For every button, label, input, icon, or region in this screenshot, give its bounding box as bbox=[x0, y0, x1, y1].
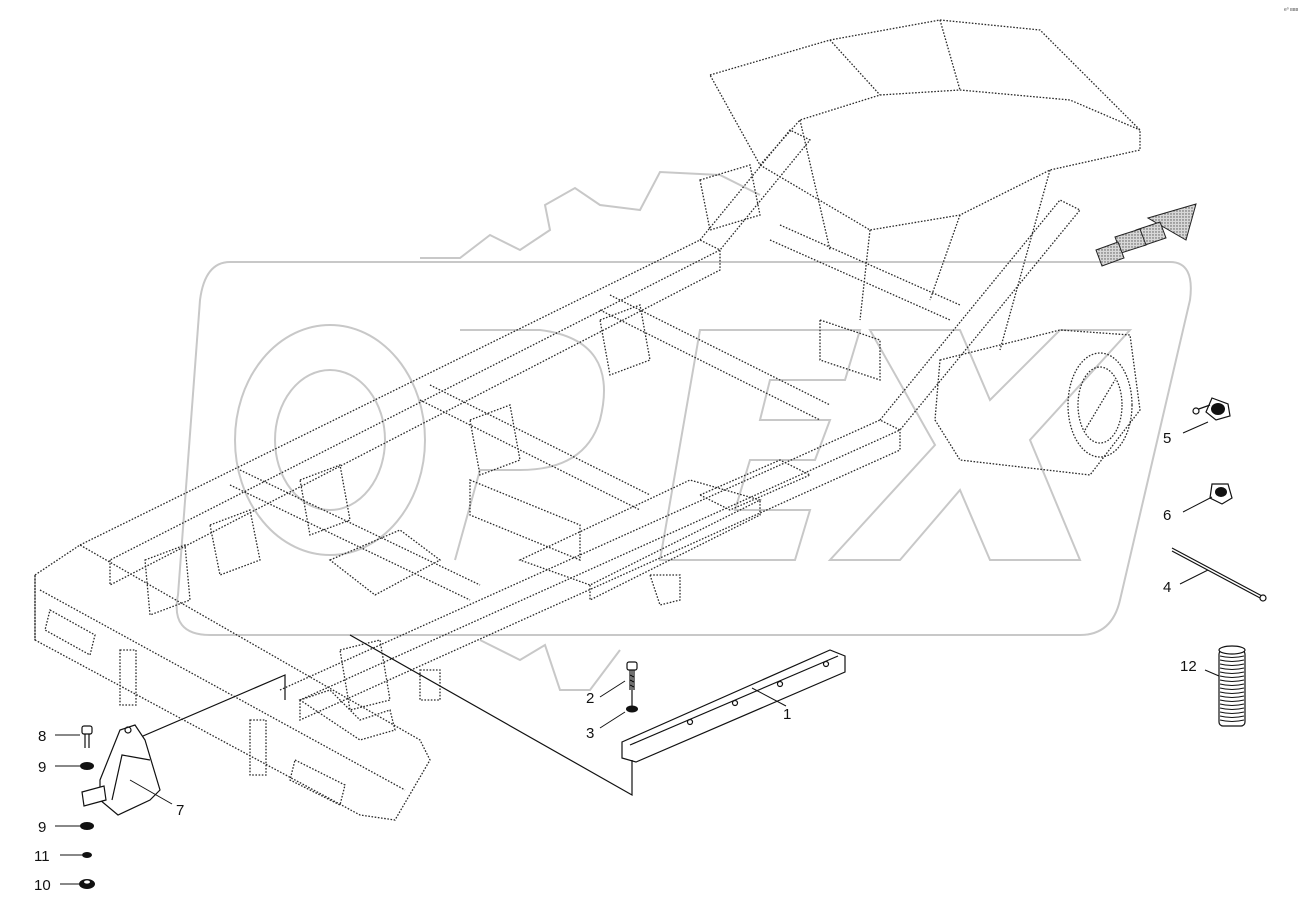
chassis-frame bbox=[34, 19, 1141, 821]
sleeve-ring bbox=[1219, 703, 1245, 706]
part-11-washer bbox=[82, 852, 92, 858]
callout-10: 10 bbox=[34, 877, 51, 894]
sleeve-ring bbox=[1219, 679, 1245, 682]
part-3-washer bbox=[626, 705, 638, 713]
assembly-lines bbox=[121, 634, 633, 797]
part-7-bracket bbox=[81, 724, 161, 816]
sleeve-ring bbox=[1219, 675, 1245, 678]
part-1-rail-bracket bbox=[621, 649, 846, 763]
callout-12: 12 bbox=[1180, 658, 1197, 675]
part-2-bolt bbox=[626, 661, 638, 690]
part-9-washer-bottom bbox=[80, 822, 94, 830]
part-9-washer-top bbox=[80, 762, 94, 770]
watermark bbox=[175, 170, 1192, 691]
callout-1: 1 bbox=[783, 706, 791, 723]
sleeve-ring bbox=[1219, 711, 1245, 714]
callout-8: 8 bbox=[38, 728, 46, 745]
callout-4: 4 bbox=[1163, 579, 1171, 596]
sleeve-ring bbox=[1219, 655, 1245, 658]
callout-7: 7 bbox=[176, 802, 184, 819]
callout-9b: 9 bbox=[38, 819, 46, 836]
sleeve-ring bbox=[1219, 715, 1245, 718]
part-6-clip bbox=[1209, 483, 1233, 505]
sleeve-ring bbox=[1219, 691, 1245, 694]
sleeve-ring bbox=[1219, 663, 1245, 666]
part-10-nut bbox=[79, 879, 95, 889]
callout-9a: 9 bbox=[38, 759, 46, 776]
part-8-bolt bbox=[81, 725, 93, 748]
callout-2: 2 bbox=[586, 690, 594, 707]
sleeve-ring bbox=[1219, 699, 1245, 702]
callout-3: 3 bbox=[586, 725, 594, 742]
sleeve-ring bbox=[1219, 667, 1245, 670]
corner-code: e⁰ ʙʙʙ bbox=[1284, 7, 1298, 13]
sleeve-ring bbox=[1219, 719, 1245, 722]
callout-5: 5 bbox=[1163, 430, 1171, 447]
sleeve-ring bbox=[1219, 707, 1245, 710]
sleeve-ring bbox=[1219, 687, 1245, 690]
sleeve-ring bbox=[1219, 659, 1245, 662]
part-4-cable-tie bbox=[1171, 547, 1267, 602]
part-12-spiral-sleeve bbox=[1218, 645, 1246, 727]
callout-leaders bbox=[55, 421, 1220, 885]
sleeve-ring bbox=[1219, 695, 1245, 698]
part-5-clamp bbox=[1192, 397, 1231, 421]
sleeve-ring bbox=[1219, 671, 1245, 674]
callout-labels: 1 2 3 4 5 6 7 8 9 9 10 11 12 bbox=[34, 430, 1197, 894]
direction-arrow bbox=[1095, 203, 1197, 267]
callout-11: 11 bbox=[34, 848, 50, 865]
callout-6: 6 bbox=[1163, 507, 1171, 524]
sleeve-ring bbox=[1219, 683, 1245, 686]
